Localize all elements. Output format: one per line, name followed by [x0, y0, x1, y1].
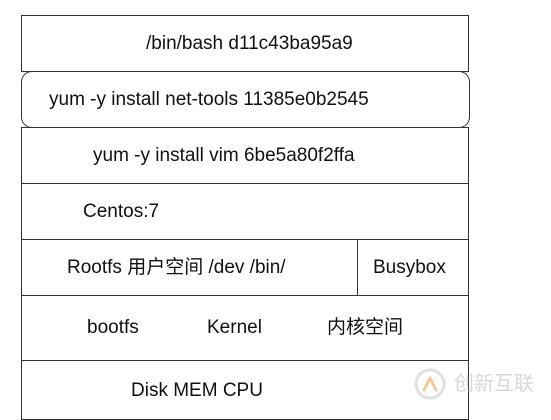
layer-busybox-box: [357, 239, 469, 296]
layer-busybox-label: Busybox: [373, 257, 446, 278]
layer-kernel-label: Kernel: [207, 317, 262, 338]
layer-vim-label: yum -y install vim 6be5a80f2ffa: [93, 145, 355, 166]
layer-bash-label: /bin/bash d11c43ba95a9: [146, 33, 353, 54]
layer-centos-label: Centos:7: [83, 201, 160, 222]
watermark-text: 创新互联: [454, 373, 534, 395]
layer-net-tools-box: [21, 71, 470, 128]
chuangxin-logo-icon: [414, 368, 446, 400]
layer-bootfs-box: [21, 295, 469, 361]
layer-net-tools-label: yum -y install net-tools 11385e0b2545: [49, 89, 369, 110]
layer-hardware-label: Disk MEM CPU: [131, 380, 263, 401]
layer-rootfs-label: Rootfs 用户空间 /dev /bin/: [67, 257, 286, 278]
layer-hardware-box: [21, 360, 469, 420]
layer-bootfs-label: bootfs: [87, 317, 139, 338]
watermark: 创新互联: [414, 368, 544, 400]
layer-centos-box: [21, 183, 469, 240]
layer-kernel-space-label: 内核空间: [327, 317, 404, 338]
layer-bash-box: [21, 15, 469, 72]
